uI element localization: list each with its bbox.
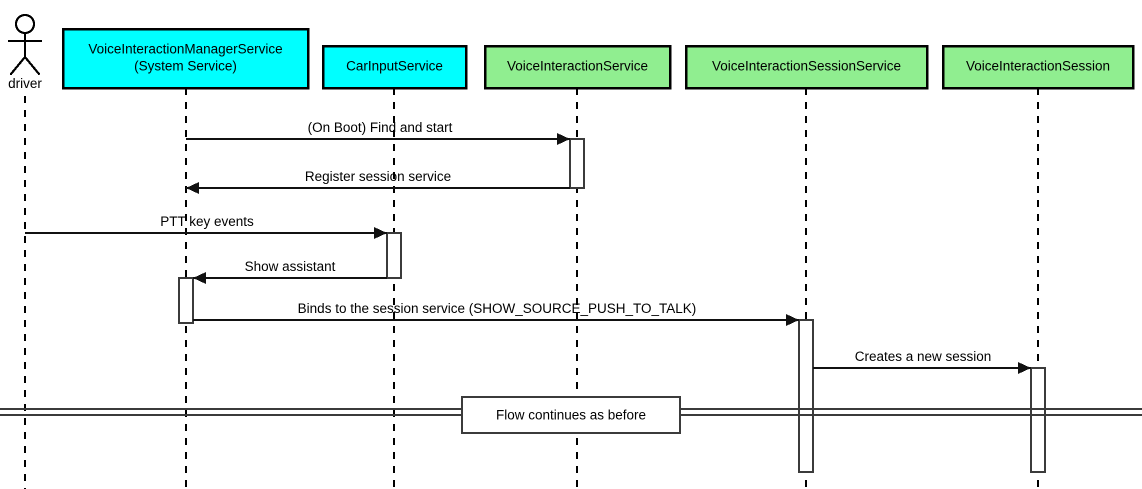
message-m6: Creates a new session bbox=[813, 349, 1031, 374]
participant-label-visession: VoiceInteractionSession bbox=[966, 59, 1110, 74]
activation-bar-visession bbox=[1030, 367, 1046, 473]
activation-bar-viss bbox=[798, 319, 814, 473]
message-m5: Binds to the session service (SHOW_SOURC… bbox=[193, 301, 799, 326]
activation-bar-vis bbox=[569, 138, 585, 189]
message-label-m4: Show assistant bbox=[245, 259, 336, 274]
participant-label-vims-line2: (System Service) bbox=[134, 59, 237, 74]
participant-box-viss bbox=[684, 44, 929, 90]
divider-label-box bbox=[461, 396, 681, 434]
message-label-m6: Creates a new session bbox=[855, 349, 992, 364]
participant-box-vis bbox=[483, 44, 672, 90]
flow-continues-divider: Flow continues as before bbox=[0, 396, 1142, 434]
message-label-m1: (On Boot) Find and start bbox=[308, 120, 453, 135]
participant-label-carinput: CarInputService bbox=[346, 59, 443, 74]
message-arrowhead-m3 bbox=[374, 227, 387, 239]
participant-label-vis: VoiceInteractionService bbox=[507, 59, 648, 74]
participant-box-carinput bbox=[321, 44, 468, 90]
message-arrowhead-m6 bbox=[1018, 362, 1031, 374]
message-arrowhead-m2 bbox=[186, 182, 199, 194]
message-arrowhead-m1 bbox=[557, 133, 570, 145]
participant-label-vims-line1: VoiceInteractionManagerService bbox=[88, 42, 282, 57]
participant-visession[interactable]: VoiceInteractionSession bbox=[941, 44, 1135, 90]
actor-left-leg-icon bbox=[9, 55, 27, 76]
message-m3: PTT key events bbox=[25, 214, 387, 239]
message-label-m5: Binds to the session service (SHOW_SOURC… bbox=[298, 301, 697, 316]
message-label-m3: PTT key events bbox=[160, 214, 254, 229]
message-arrowhead-m5 bbox=[786, 314, 799, 326]
message-arrowhead-m4 bbox=[193, 272, 206, 284]
participant-box-vims bbox=[61, 27, 310, 90]
participant-vims[interactable]: VoiceInteractionManagerService (System Se… bbox=[61, 27, 310, 90]
participants-group: VoiceInteractionManagerService (System Se… bbox=[61, 27, 1135, 90]
activation-bar-carinput bbox=[386, 232, 402, 279]
message-label-m2: Register session service bbox=[305, 169, 451, 184]
participant-box-visession bbox=[941, 44, 1135, 90]
actor-driver: driver bbox=[7, 13, 42, 91]
message-m4: Show assistant bbox=[193, 259, 387, 284]
actor-head-icon bbox=[14, 13, 36, 35]
divider-label: Flow continues as before bbox=[496, 408, 646, 423]
actor-label: driver bbox=[8, 76, 42, 91]
message-m1: (On Boot) Find and start bbox=[186, 120, 570, 145]
activation-bar-vims bbox=[178, 277, 194, 324]
participant-vis[interactable]: VoiceInteractionService bbox=[483, 44, 672, 90]
actor-right-leg-icon bbox=[23, 55, 41, 76]
participant-carinput[interactable]: CarInputService bbox=[321, 44, 468, 90]
message-m2: Register session service bbox=[186, 169, 570, 194]
activation-bars-group bbox=[178, 138, 1046, 473]
participant-viss[interactable]: VoiceInteractionSessionService bbox=[684, 44, 929, 90]
participant-label-viss: VoiceInteractionSessionService bbox=[712, 59, 901, 74]
